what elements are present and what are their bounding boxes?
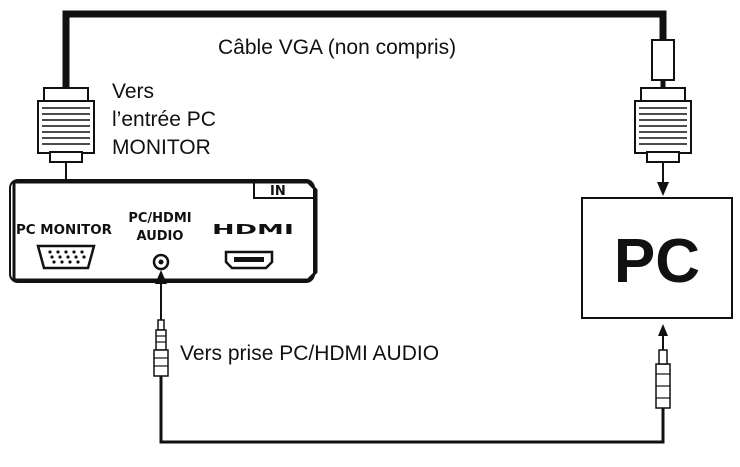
- pc-label: PC: [614, 227, 700, 296]
- in-tag-box: [253, 182, 313, 199]
- arrow-to-audio-jack-head: [155, 270, 167, 284]
- ferrite-bead: [651, 39, 675, 81]
- audio-jack-hole: [158, 259, 164, 265]
- vga-cable: [62, 10, 675, 90]
- vga-plug-right-tip: [646, 151, 680, 163]
- hdmi-label: HDMI: [212, 223, 294, 238]
- pc-hdmi-audio-label-line2: AUDIO: [137, 229, 184, 244]
- vga-cable-wire: [62, 10, 667, 90]
- hdmi-port-inner: [234, 257, 264, 262]
- mini-plug-right: [655, 340, 671, 409]
- vga-plug-left-grip: [42, 107, 90, 145]
- vga-plug-left-tip: [49, 151, 83, 163]
- arrow-to-pc-audio-head: [658, 324, 668, 336]
- input-panel: IN PC MONITOR PC/HDMI AUDIO HDMI: [9, 179, 318, 283]
- vga-cable-label: Câble VGA (non compris): [218, 36, 456, 59]
- vga-plug-left-boot: [43, 87, 89, 103]
- vga-plug-right-boot: [640, 87, 686, 103]
- arrow-to-pc-vga-head: [657, 182, 669, 196]
- to-pc-input-label-line2: l’entrée PC: [112, 108, 216, 131]
- in-label: IN: [270, 184, 286, 199]
- audio-cable: [153, 270, 671, 444]
- vga-port-pins: [48, 250, 86, 264]
- pc-device: PC: [581, 197, 733, 319]
- pc-hdmi-audio-label-line1: PC/HDMI: [128, 211, 191, 226]
- vga-plug-left-body: [37, 100, 95, 154]
- to-audio-jack-label: Vers prise PC/HDMI AUDIO: [180, 342, 439, 365]
- vga-plug-right-grip: [639, 107, 687, 145]
- mini-plug-left: [153, 319, 169, 377]
- pc-box: [581, 197, 733, 319]
- vga-port: [36, 244, 96, 270]
- vga-plug-right: [634, 87, 692, 196]
- vga-port-shell: [36, 244, 96, 270]
- to-pc-input-label-line3: MONITOR: [112, 136, 211, 159]
- pc-monitor-label: PC MONITOR: [16, 223, 112, 238]
- vga-plug-right-body: [634, 100, 692, 154]
- to-pc-input-label-line1: Vers: [112, 80, 154, 103]
- audio-cable-wire: [159, 376, 665, 444]
